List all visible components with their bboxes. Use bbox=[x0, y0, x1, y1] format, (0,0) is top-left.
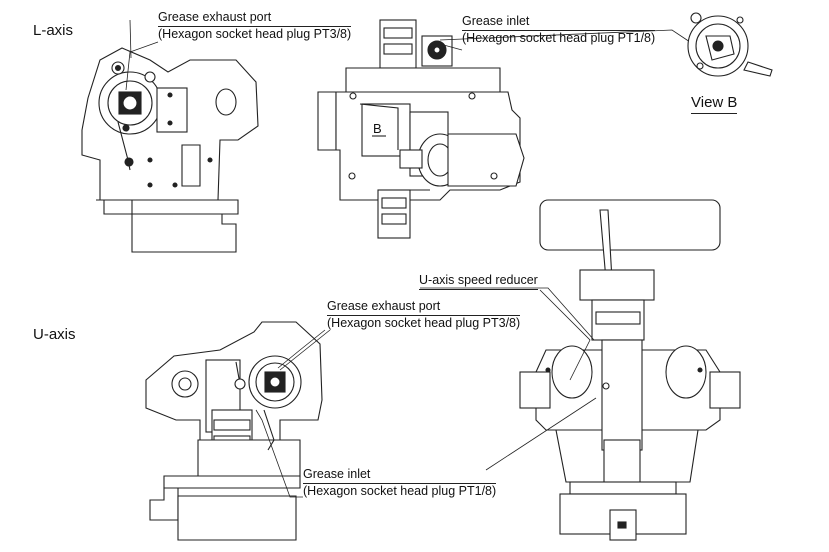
u-axis-side-view bbox=[145, 321, 331, 541]
u-axis-inlet-label: Grease inlet (Hexagon socket head plug P… bbox=[303, 467, 497, 499]
l-axis-exhaust-label: Grease exhaust port (Hexagon socket head… bbox=[158, 10, 352, 42]
u-axis-title: U-axis bbox=[33, 326, 76, 343]
leader-lines bbox=[125, 41, 595, 498]
l-axis-exhaust-name: Grease exhaust port bbox=[158, 10, 352, 27]
u-axis-inlet-name: Grease inlet bbox=[303, 467, 497, 484]
view-b-detail bbox=[687, 12, 773, 77]
u-axis-front-view bbox=[485, 199, 741, 541]
u-axis-inlet-detail: (Hexagon socket head plug PT1/8) bbox=[303, 484, 497, 498]
section-b-label: B bbox=[373, 121, 382, 136]
u-axis-exhaust-detail: (Hexagon socket head plug PT3/8) bbox=[327, 316, 521, 330]
l-axis-inlet-detail: (Hexagon socket head plug PT1/8) bbox=[462, 31, 656, 45]
l-axis-exhaust-detail: (Hexagon socket head plug PT3/8) bbox=[158, 27, 352, 41]
l-axis-inlet-label: Grease inlet (Hexagon socket head plug P… bbox=[462, 14, 656, 46]
u-axis-reducer-label: U-axis speed reducer bbox=[419, 273, 538, 290]
l-axis-inlet-name: Grease inlet bbox=[462, 14, 656, 31]
u-axis-reducer-text: U-axis speed reducer bbox=[419, 273, 538, 290]
u-axis-exhaust-name: Grease exhaust port bbox=[327, 299, 521, 316]
u-axis-exhaust-label: Grease exhaust port (Hexagon socket head… bbox=[327, 299, 521, 331]
l-axis-title: L-axis bbox=[33, 22, 74, 39]
l-axis-top-view bbox=[317, 19, 691, 239]
l-axis-side-view bbox=[81, 19, 259, 253]
view-b-label: View B bbox=[691, 94, 738, 114]
